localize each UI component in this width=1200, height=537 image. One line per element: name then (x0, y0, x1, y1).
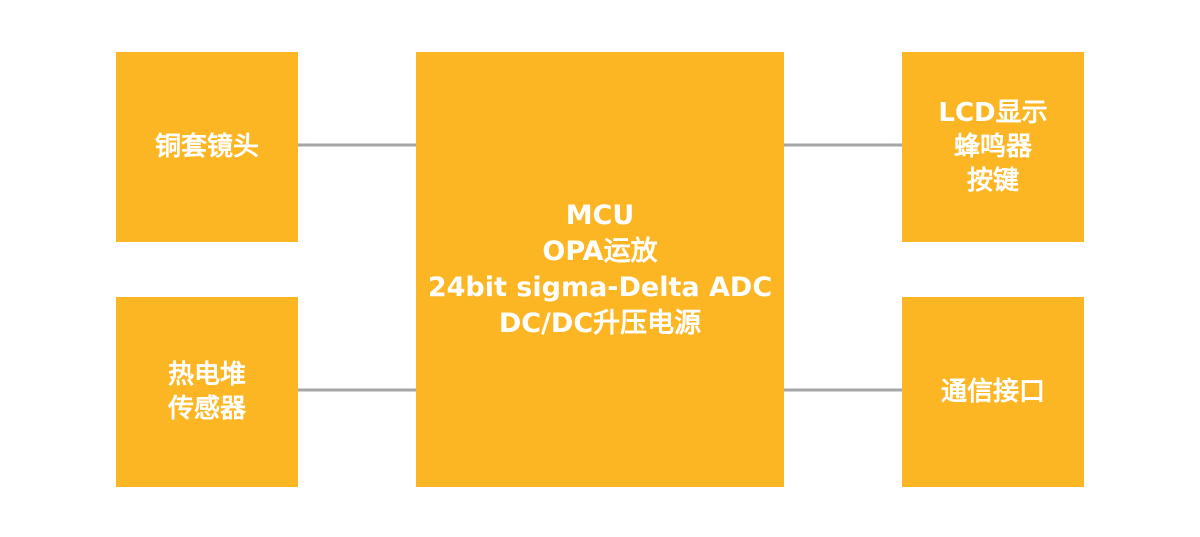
block-mcu-line-2: OPA运放 (542, 235, 658, 267)
block-display-line-1: LCD显示 (938, 98, 1048, 128)
block-mcu-line-4: DC/DC升压电源 (498, 307, 702, 339)
block-communication-interface-label: 通信接口 (941, 375, 1045, 409)
block-comm-line-1: 通信接口 (940, 377, 1045, 407)
block-copper-lens-line-1: 铜套镜头 (154, 132, 259, 162)
block-mcu-line-1: MCU (565, 199, 635, 231)
block-display-line-3: 按键 (966, 166, 1019, 196)
block-thermopile-sensor-label: 热电堆 传感器 (168, 358, 246, 426)
block-communication-interface: 通信接口 (902, 297, 1084, 487)
block-copper-lens: 铜套镜头 (116, 52, 298, 242)
block-thermopile-sensor: 热电堆 传感器 (116, 297, 298, 487)
block-display-buzzer-keys: LCD显示 蜂鸣器 按键 (902, 52, 1084, 242)
block-mcu-line-3: 24bit sigma-Delta ADC (427, 271, 773, 303)
block-thermopile-sensor-line-2: 传感器 (167, 394, 246, 424)
block-display-line-2: 蜂鸣器 (953, 132, 1032, 162)
block-mcu: MCU OPA运放 24bit sigma-Delta ADC DC/DC升压电… (416, 52, 784, 487)
block-mcu-label: MCU OPA运放 24bit sigma-Delta ADC DC/DC升压电… (428, 198, 772, 342)
block-display-buzzer-keys-label: LCD显示 蜂鸣器 按键 (938, 96, 1047, 198)
block-thermopile-sensor-line-1: 热电堆 (167, 360, 246, 390)
block-copper-lens-label: 铜套镜头 (155, 130, 259, 164)
